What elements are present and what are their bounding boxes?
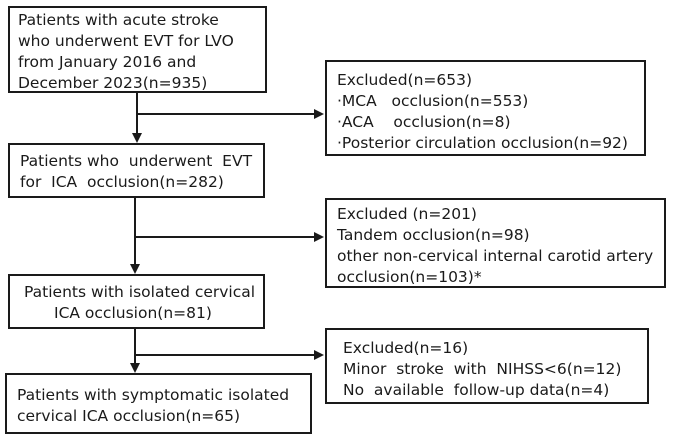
box-line: cervical ICA occlusion(n=65) <box>17 407 241 425</box>
box-line: ·MCA occlusion(n=553) <box>337 92 529 110</box>
box-line: December 2023(n=935) <box>18 74 208 92</box>
box-line: Excluded (n=201) <box>337 205 477 223</box>
box-line: Tandem occlusion(n=98) <box>337 226 530 244</box>
box-isolated-cervical: Patients with isolated cervical ICA occl… <box>8 274 265 329</box>
box-line: Patients with acute stroke <box>18 11 219 29</box>
box-line: for ICA occlusion(n=282) <box>20 173 224 191</box>
box-line: occlusion(n=103)* <box>337 268 482 286</box>
box-line: who underwent EVT for LVO <box>18 32 234 50</box>
box-line: from January 2016 and <box>18 53 197 71</box>
box-line: Patients who underwent EVT <box>20 152 253 170</box>
box-line: other non-cervical internal carotid arte… <box>337 247 654 265</box>
box-line: Patients with isolated cervical <box>24 283 256 301</box>
box-excluded-3: Excluded(n=16) Minor stroke with NIHSS<6… <box>325 328 649 404</box>
box-line: ·ACA occlusion(n=8) <box>337 113 511 131</box>
box-excluded-1: Excluded(n=653) ·MCA occlusion(n=553) ·A… <box>325 60 646 156</box>
box-line: Excluded(n=653) <box>337 71 473 89</box>
box-line: Patients with symptomatic isolated <box>17 386 290 404</box>
box-line: Minor stroke with NIHSS<6(n=12) <box>343 360 622 378</box>
box-initial-population: Patients with acute stroke who underwent… <box>8 6 267 93</box>
box-line: ICA occlusion(n=81) <box>54 304 212 322</box>
box-line: No available follow-up data(n=4) <box>343 381 610 399</box>
box-line: ·Posterior circulation occlusion(n=92) <box>337 134 628 152</box>
box-final-population: Patients with symptomatic isolated cervi… <box>5 373 312 434</box>
box-ica-occlusion: Patients who underwent EVT for ICA occlu… <box>8 143 265 198</box>
box-line: Excluded(n=16) <box>343 339 469 357</box>
box-excluded-2: Excluded (n=201) Tandem occlusion(n=98) … <box>325 198 666 288</box>
